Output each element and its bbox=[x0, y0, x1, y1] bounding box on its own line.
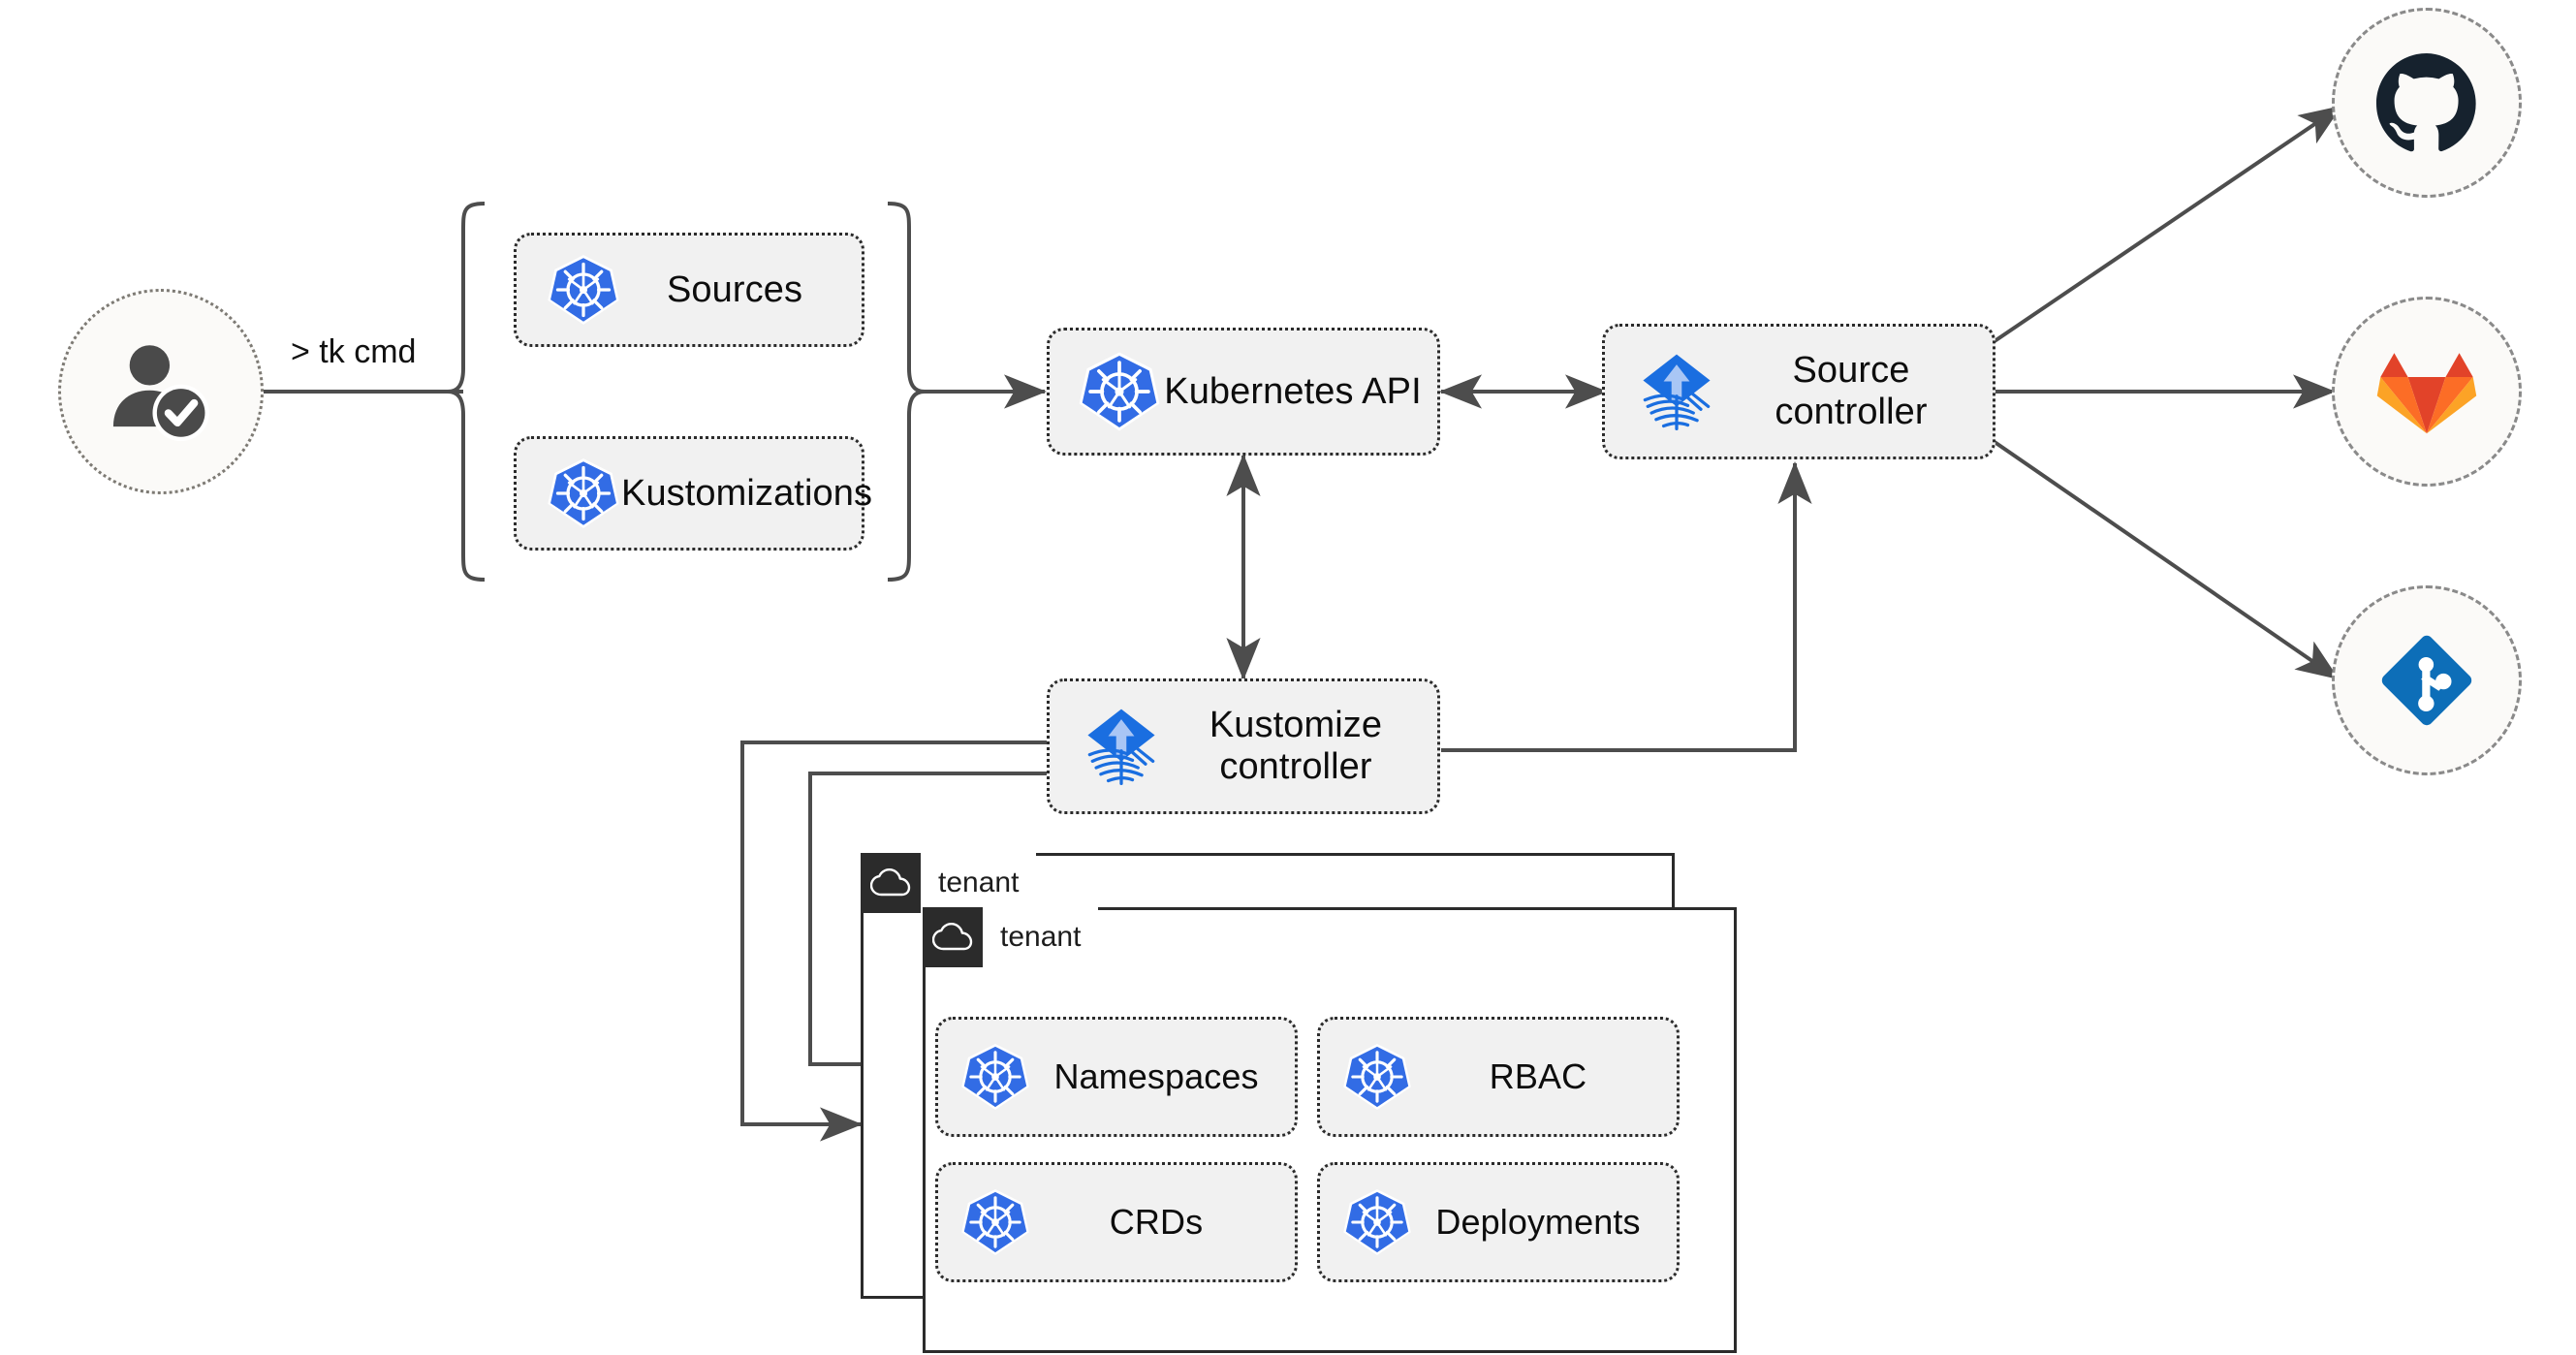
kubernetes-icon bbox=[1077, 349, 1162, 434]
node-label-line1: Kustomize bbox=[1209, 705, 1383, 746]
repo-gitlab[interactable] bbox=[2332, 297, 2522, 487]
flux-icon bbox=[1075, 700, 1168, 793]
tenant-name: tenant bbox=[921, 853, 1037, 913]
node-label-line2: controller bbox=[1219, 746, 1372, 787]
kubernetes-icon bbox=[1341, 1186, 1413, 1258]
tenant-name: tenant bbox=[983, 907, 1099, 967]
resources-brace-right bbox=[887, 202, 926, 582]
github-icon bbox=[2376, 53, 2476, 152]
edge-source-to-github bbox=[1993, 105, 2342, 343]
user-verified-icon bbox=[112, 345, 209, 442]
edge-source-to-git bbox=[1993, 440, 2340, 680]
cloud-icon bbox=[923, 907, 983, 967]
kubernetes-icon bbox=[959, 1186, 1031, 1258]
tenant-titlebar: tenant bbox=[861, 853, 1037, 913]
node-label: Deployments bbox=[1435, 1201, 1641, 1242]
repo-git[interactable] bbox=[2332, 585, 2522, 775]
resources-brace-left bbox=[447, 202, 486, 582]
node-label: Source controller bbox=[1723, 350, 1993, 432]
node-label: Kubernetes API bbox=[1164, 370, 1422, 412]
user-avatar bbox=[58, 289, 264, 494]
node-sources[interactable]: Sources bbox=[514, 233, 864, 347]
kubernetes-icon bbox=[546, 252, 621, 328]
node-deployments[interactable]: Deployments bbox=[1317, 1162, 1680, 1282]
node-label: Kustomizations bbox=[621, 472, 873, 514]
command-label: > tk cmd bbox=[291, 333, 417, 370]
node-label: Kustomize controller bbox=[1168, 705, 1437, 787]
kubernetes-icon bbox=[1341, 1041, 1413, 1113]
node-rbac[interactable]: RBAC bbox=[1317, 1017, 1680, 1137]
node-label-line2: controller bbox=[1775, 392, 1928, 432]
kubernetes-icon bbox=[546, 456, 621, 531]
gitlab-icon bbox=[2376, 353, 2477, 434]
node-kubernetes-api[interactable]: Kubernetes API bbox=[1047, 328, 1440, 456]
node-source-controller[interactable]: Source controller bbox=[1602, 324, 1995, 459]
node-label-line1: Source bbox=[1792, 350, 1910, 392]
edge-kustomize-to-source bbox=[1441, 461, 1812, 752]
flux-icon bbox=[1630, 345, 1723, 438]
git-icon bbox=[2381, 635, 2472, 726]
tenant-titlebar: tenant bbox=[923, 907, 1099, 967]
node-label: Sources bbox=[666, 268, 803, 310]
node-kustomize-controller[interactable]: Kustomize controller bbox=[1047, 678, 1440, 814]
node-namespaces[interactable]: Namespaces bbox=[935, 1017, 1298, 1137]
node-crds[interactable]: CRDs bbox=[935, 1162, 1298, 1282]
node-label: Namespaces bbox=[1053, 1056, 1259, 1096]
kubernetes-icon bbox=[959, 1041, 1031, 1113]
node-kustomizations[interactable]: Kustomizations bbox=[514, 436, 872, 551]
tenant-window-front[interactable]: tenant bbox=[923, 907, 1737, 1353]
repo-github[interactable] bbox=[2332, 8, 2522, 198]
node-label: RBAC bbox=[1489, 1056, 1587, 1096]
cloud-icon bbox=[861, 853, 921, 913]
node-label: CRDs bbox=[1109, 1201, 1204, 1242]
